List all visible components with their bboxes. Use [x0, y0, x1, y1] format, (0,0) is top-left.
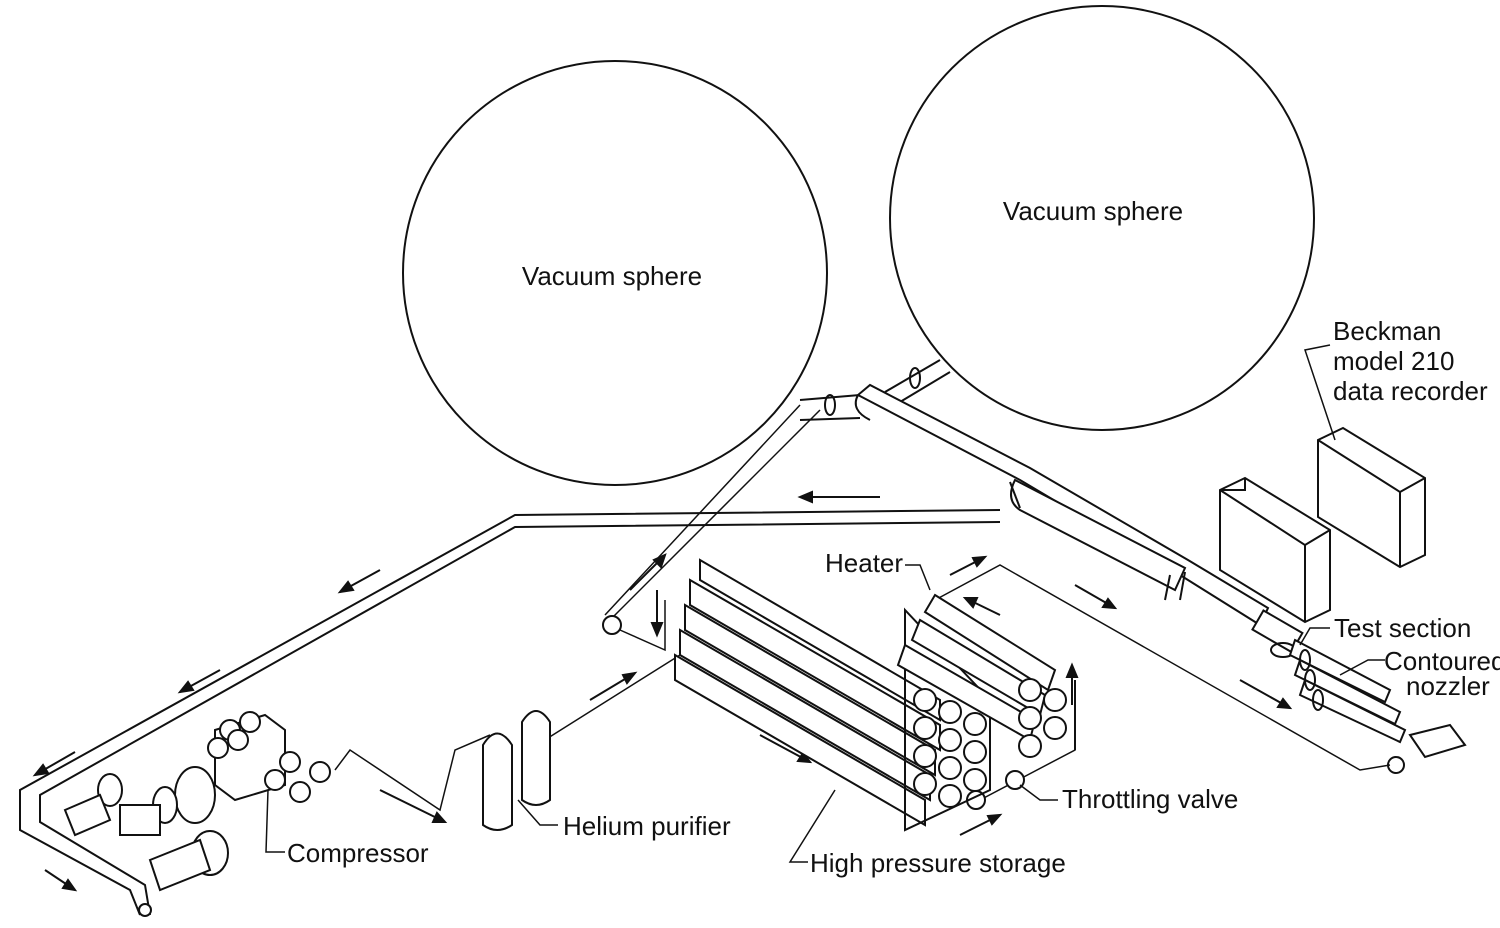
high-pressure-storage — [674, 558, 991, 832]
valve-left — [602, 615, 622, 635]
heater-bank — [896, 593, 1076, 758]
label-helium-purifier: Helium purifier — [563, 811, 731, 841]
return-piping — [19, 404, 1391, 917]
label-vacuum-sphere-right: Vacuum sphere — [1003, 196, 1183, 226]
helium-purifier — [482, 710, 551, 831]
label-nozzle-line1: Contoured — [1384, 646, 1500, 676]
compressor — [63, 711, 331, 892]
main-duct — [799, 359, 1467, 774]
label-high-pressure-storage: High pressure storage — [810, 848, 1066, 878]
flow-arrows — [32, 490, 1293, 892]
vacuum-sphere-left — [402, 60, 828, 486]
label-recorder-line3: data recorder — [1333, 376, 1488, 406]
data-recorder — [1219, 426, 1426, 624]
label-heater: Heater — [825, 548, 903, 578]
leader-lines — [265, 344, 1385, 863]
label-recorder-line1: Beckman — [1333, 316, 1441, 346]
label-throttling-valve: Throttling valve — [1062, 784, 1238, 814]
label-compressor: Compressor — [287, 838, 429, 868]
vacuum-sphere-right — [889, 5, 1315, 431]
valve-throttling — [1005, 770, 1025, 790]
label-vacuum-sphere-left: Vacuum sphere — [522, 261, 702, 291]
label-nozzle-line2: nozzler — [1406, 671, 1490, 701]
label-recorder-line2: model 210 — [1333, 346, 1454, 376]
label-test-section: Test section — [1334, 613, 1471, 643]
